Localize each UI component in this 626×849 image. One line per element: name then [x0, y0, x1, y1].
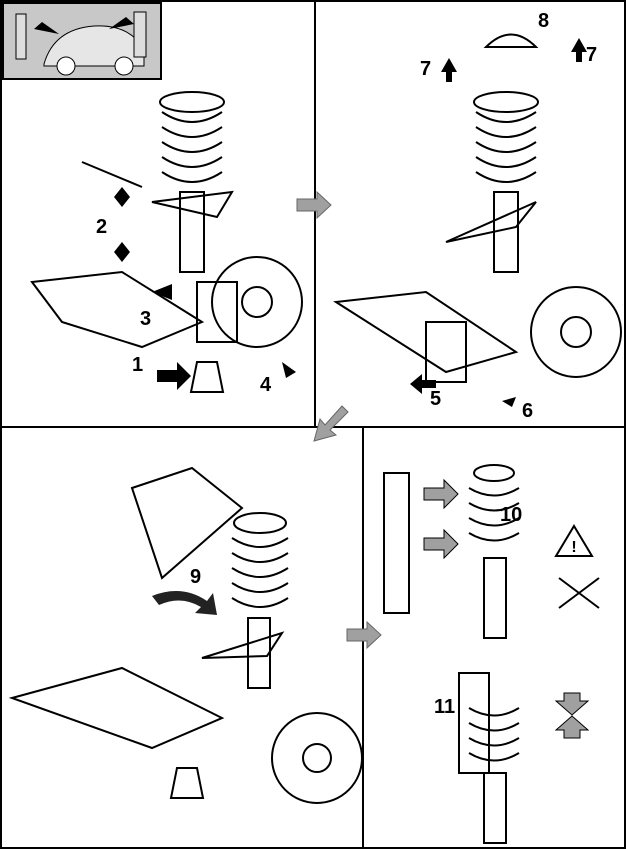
- step-label-11: 11: [434, 696, 456, 718]
- step-label-8: 8: [538, 10, 550, 32]
- step-label-5: 5: [430, 388, 442, 410]
- car-inset-icon: [2, 2, 162, 80]
- step-label-2: 2: [96, 216, 108, 238]
- strut-out-drawing: [8, 466, 362, 804]
- step-label-7-right: 7: [586, 44, 598, 66]
- step-label-3: 3: [140, 308, 152, 330]
- warning-triangle-icon: !: [554, 524, 594, 557]
- svg-text:!: !: [571, 539, 576, 556]
- strut-assembly-drawing: [30, 91, 303, 393]
- step-label-10: 10: [500, 504, 523, 526]
- spring-compressor-drawing: !: [383, 464, 600, 844]
- panel-remove-strut-step2: 8 7 7 5 6: [314, 0, 626, 428]
- step-label-4: 4: [260, 374, 272, 396]
- flow-arrow-icon: [296, 190, 332, 220]
- panel-strut-out: 9: [0, 426, 364, 849]
- step-label-9: 9: [190, 566, 202, 588]
- step-label-1: 1: [132, 354, 144, 376]
- step-label-6: 6: [522, 400, 534, 422]
- strut-removal-drawing: [333, 33, 622, 407]
- flow-arrow-icon: [313, 405, 349, 442]
- prohibited-spring-icon: [558, 577, 600, 609]
- panel-remove-strut-step1: 2 3 1 4: [0, 0, 316, 428]
- panel-spring-compressor: ! 10 11: [362, 426, 626, 849]
- step-label-7-left: 7: [420, 58, 432, 80]
- flow-arrow-icon: [346, 620, 382, 650]
